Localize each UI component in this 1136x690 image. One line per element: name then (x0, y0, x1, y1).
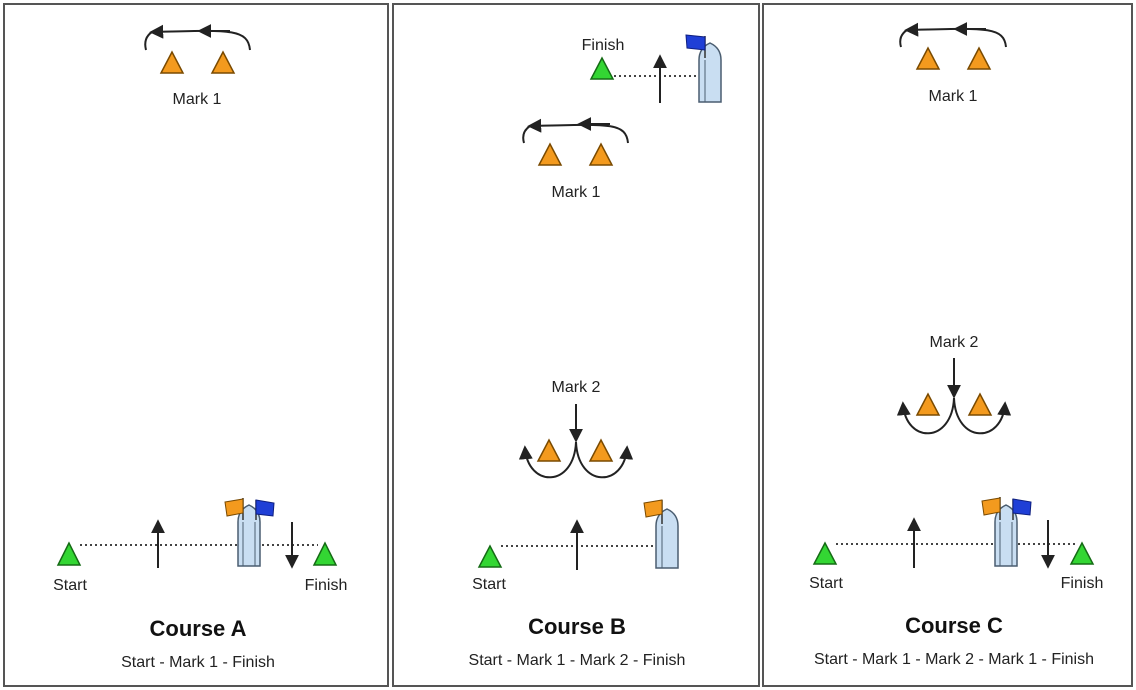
rounding-arrow-left (518, 441, 577, 479)
start-buoy (56, 541, 82, 566)
start-label: Start (472, 576, 506, 593)
rounding-arrow-tail (522, 125, 531, 144)
rounding-arrow-tail (899, 29, 908, 48)
start-line-group: Start (472, 499, 679, 593)
mark-buoy (536, 438, 562, 462)
mark2-label: Mark 2 (552, 379, 601, 396)
start-finish-line: Start Finish (53, 498, 347, 594)
course-title: Course C (905, 613, 1003, 638)
mark1-group: Mark 1 (522, 117, 629, 201)
start-buoy (812, 541, 838, 565)
blue-flag-icon (1012, 498, 1032, 516)
mark-buoy (915, 392, 941, 416)
rounding-arrow-right (575, 441, 634, 479)
orange-flag-icon (643, 499, 663, 518)
panel-course-a: Mark 1 Start Finish Course A Start - Mar… (3, 3, 389, 687)
mark1-group: Mark 1 (899, 22, 1007, 105)
mark-buoy (915, 46, 941, 70)
finish-buoy (312, 541, 338, 566)
finish-buoy (1069, 541, 1095, 565)
rounding-arrow (527, 118, 629, 144)
orange-flag-icon (224, 498, 244, 517)
rounding-arrow (149, 24, 251, 51)
course-sequence: Start - Mark 1 - Finish (121, 654, 275, 671)
mark1-label: Mark 1 (552, 184, 601, 201)
course-sequence: Start - Mark 1 - Mark 2 - Finish (469, 652, 686, 669)
finish-line-group: Finish (582, 34, 722, 103)
committee-boat (655, 508, 679, 569)
start-buoy (477, 544, 503, 568)
mark-buoy (210, 50, 236, 74)
rounding-arrow-right (953, 397, 1012, 435)
panel-border (3, 3, 389, 687)
course-title: Course B (528, 614, 626, 639)
mark1-label: Mark 1 (929, 88, 978, 105)
mark-buoy (967, 392, 993, 416)
finish-label: Finish (305, 577, 348, 594)
start-finish-line: Start Finish (809, 497, 1103, 592)
start-label: Start (53, 577, 87, 594)
finish-buoy (589, 56, 615, 80)
mark2-group: Mark 2 (518, 379, 634, 479)
blue-flag-icon (255, 499, 275, 517)
panel-border (762, 3, 1133, 687)
start-label: Start (809, 575, 843, 592)
rounding-arrow-left (896, 397, 955, 435)
panel-course-b: Finish Mark 1 Mark 2 (392, 3, 760, 687)
mark2-label: Mark 2 (930, 334, 979, 351)
finish-label: Finish (1061, 575, 1104, 592)
mark1-group: Mark 1 (144, 24, 251, 108)
rounding-arrow-tail (144, 31, 153, 51)
finish-label: Finish (582, 37, 625, 54)
mark-buoy (966, 46, 992, 70)
mark1-label: Mark 1 (173, 91, 222, 108)
orange-flag-icon (981, 497, 1001, 516)
committee-boat (698, 42, 722, 103)
panel-border (392, 3, 760, 687)
course-sequence: Start - Mark 1 - Mark 2 - Mark 1 - Finis… (814, 651, 1094, 668)
mark-buoy (588, 438, 614, 462)
course-title: Course A (150, 616, 247, 641)
mark-buoy (159, 50, 185, 74)
rounding-arrow (904, 22, 1007, 48)
mark-buoy (537, 142, 563, 166)
blue-flag-icon (685, 34, 706, 51)
panel-course-c: Mark 1 Mark 2 Start Fini (762, 3, 1133, 687)
mark2-group: Mark 2 (896, 334, 1012, 435)
mark-buoy (588, 142, 614, 166)
